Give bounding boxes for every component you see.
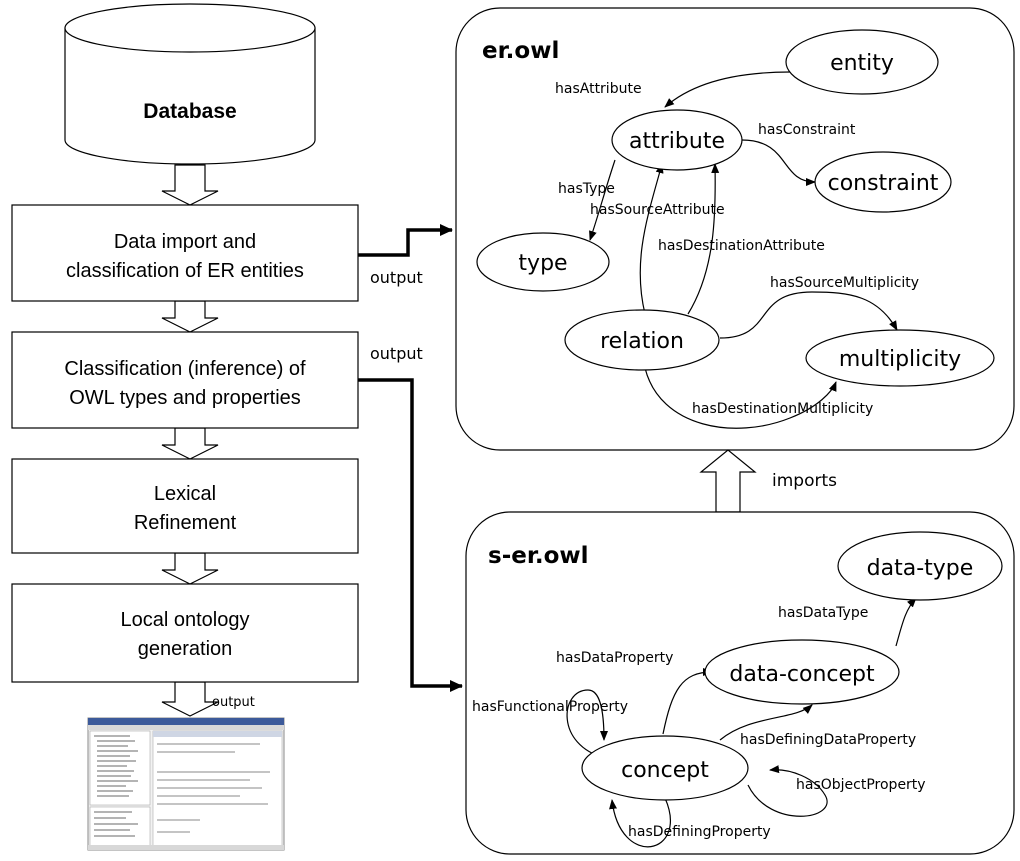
flow-arrow-1: [161, 164, 219, 206]
label-has-type: hasType: [558, 181, 615, 197]
node-concept: [581, 735, 749, 801]
label-has-data-type: hasDataType: [778, 605, 868, 621]
step-local-ontology-line2: generation: [138, 638, 233, 660]
app-screenshot-thumbnail: [87, 717, 285, 851]
node-attribute-label: attribute: [629, 129, 725, 154]
step-lexical-line1: Lexical: [154, 483, 216, 505]
imports-label: imports: [772, 471, 837, 491]
edge-has-constraint: [741, 139, 816, 186]
edge-has-source-attribute: [639, 163, 664, 315]
step-data-import-line1: Data import and: [114, 231, 256, 253]
node-type-label: type: [518, 251, 567, 276]
step-local-ontology-line1: Local ontology: [121, 609, 250, 631]
flow-arrow-5: [161, 681, 219, 717]
edge-has-defining-data-property: [719, 704, 813, 741]
node-multiplicity-label: multiplicity: [839, 347, 961, 372]
label-has-data-property: hasDataProperty: [556, 650, 673, 666]
edge-has-data-property: [662, 668, 713, 735]
node-relation-label: relation: [600, 329, 684, 354]
flow-arrow-2: [161, 300, 219, 333]
output-connector-er: [358, 224, 453, 257]
edge-has-data-type: [895, 597, 917, 647]
edge-has-destination-attribute: [687, 163, 720, 315]
node-relation: [564, 309, 720, 371]
node-data-concept-label: data-concept: [729, 662, 875, 687]
label-has-defining-data-property: hasDefiningDataProperty: [740, 732, 916, 748]
edge-has-attribute: [664, 71, 791, 108]
step-local-ontology: Local ontology generation: [11, 583, 359, 683]
label-has-object-property: hasObjectProperty: [796, 777, 926, 793]
flow-arrow-3: [161, 427, 219, 460]
node-data-type: [837, 531, 1003, 601]
label-has-destination-attribute: hasDestinationAttribute: [658, 238, 825, 254]
edge-has-source-multiplicity: [719, 291, 898, 339]
step-data-import-line2: classification of ER entities: [66, 260, 304, 282]
label-has-attribute: hasAttribute: [555, 81, 642, 97]
output-connector-ser: [358, 378, 463, 692]
edge-has-defining-property: [609, 797, 671, 848]
step-classification-line2: OWL types and properties: [69, 387, 301, 409]
s-er-owl-title: s-er.owl: [488, 543, 589, 569]
step-classification-line1: Classification (inference) of: [64, 358, 306, 380]
er-owl-title: er.owl: [482, 38, 559, 64]
label-has-destination-multiplicity: hasDestinationMultiplicity: [692, 401, 873, 417]
step-lexical-line2: Refinement: [134, 512, 237, 534]
step-data-import: Data import and classification of ER ent…: [11, 204, 359, 302]
node-concept-label: concept: [621, 758, 709, 783]
label-has-source-attribute: hasSourceAttribute: [590, 202, 725, 218]
output-label-2: output: [370, 344, 423, 363]
label-has-functional-property: hasFunctionalProperty: [472, 699, 628, 715]
edge-has-destination-multiplicity: [644, 367, 837, 429]
step-lexical-refinement: Lexical Refinement: [11, 458, 359, 554]
output-label-3: output: [212, 695, 255, 710]
imports-arrow: [699, 449, 757, 513]
label-has-constraint: hasConstraint: [758, 122, 856, 138]
node-type: [476, 232, 610, 292]
node-attribute: [611, 109, 743, 171]
edge-has-object-property: [747, 765, 828, 817]
node-constraint-label: constraint: [828, 171, 939, 196]
node-data-concept: [704, 639, 900, 705]
database-cylinder: Database: [64, 3, 316, 165]
node-entity: [785, 29, 939, 95]
flow-arrow-4: [161, 552, 219, 585]
node-data-type-label: data-type: [867, 556, 974, 581]
edge-has-type: [589, 159, 616, 241]
database-label: Database: [143, 100, 236, 123]
node-entity-label: entity: [830, 51, 894, 76]
label-has-source-multiplicity: hasSourceMultiplicity: [770, 275, 919, 291]
label-has-defining-property: hasDefiningProperty: [628, 824, 771, 840]
step-classification: Classification (inference) of OWL types …: [11, 331, 359, 429]
edge-has-functional-property: [566, 689, 608, 759]
node-multiplicity: [805, 329, 995, 387]
output-label-1: output: [370, 268, 423, 287]
node-constraint: [814, 151, 952, 213]
